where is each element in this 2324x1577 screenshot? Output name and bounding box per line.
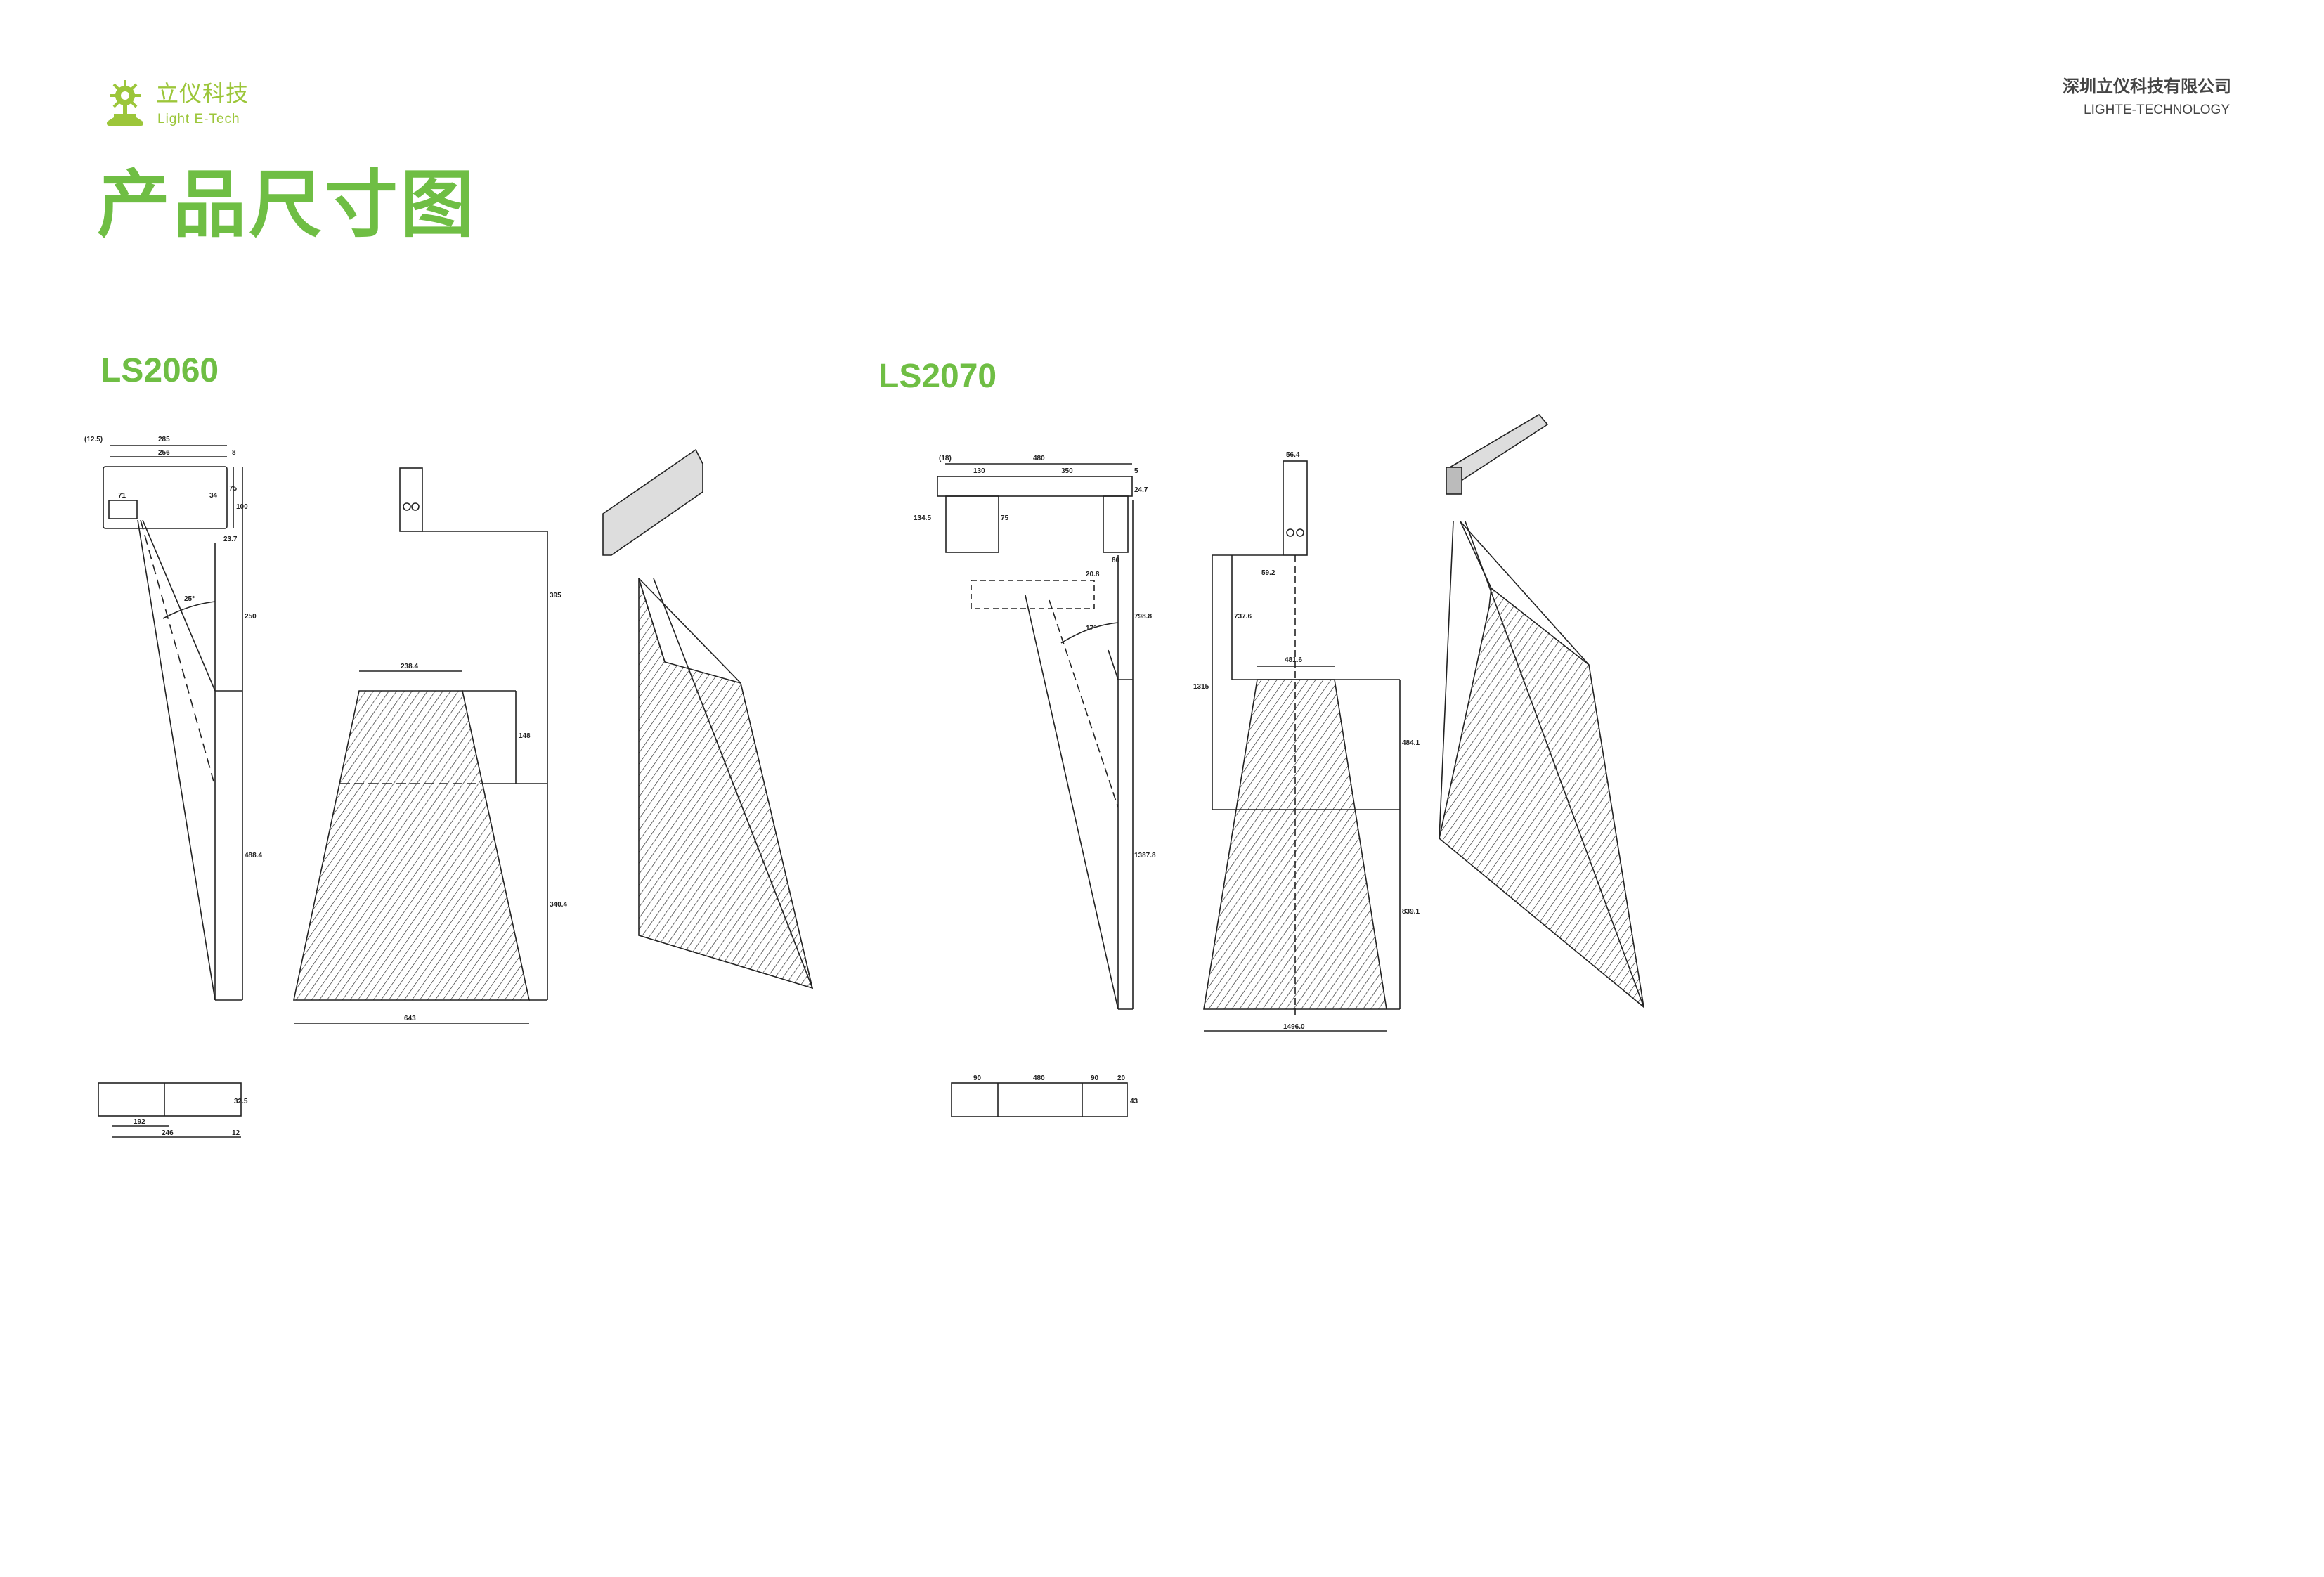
ls2070-side-view: [937, 463, 1134, 1010]
dim-label: 134.5: [914, 514, 931, 522]
dim-label: 839.1: [1402, 908, 1420, 916]
dim-label: 20: [1117, 1075, 1126, 1082]
dim-label: 8: [232, 449, 236, 457]
dim-label: 246: [162, 1129, 174, 1137]
dim-label: (12.5): [84, 436, 103, 443]
dim-label: (18): [939, 455, 952, 462]
dim-label: 17°: [1086, 625, 1096, 632]
dim-label: 130: [973, 467, 985, 475]
dim-label: 23.7: [223, 536, 238, 543]
company-name-cn: 深圳立仪科技有限公司: [2063, 77, 2231, 96]
dim-label: 480: [1033, 455, 1045, 462]
brand-name-en: Light E-Tech: [157, 112, 240, 126]
dim-label: 250: [245, 613, 257, 621]
ls2070-dimension-labels: (18) 480 130 350 5 24.7 134.5 75 80 20.8…: [914, 451, 1420, 1105]
dim-label: 25°: [184, 595, 195, 603]
dim-label: 1315: [1193, 683, 1209, 691]
dim-label: 56.4: [1286, 451, 1300, 459]
dim-label: 1496.0: [1283, 1023, 1305, 1031]
dim-label: 32.5: [234, 1098, 248, 1105]
dim-label: 75: [1001, 514, 1009, 522]
dim-label: 59.2: [1261, 569, 1275, 577]
dim-label: 90: [973, 1075, 982, 1082]
ls2060-side-view: [103, 445, 243, 1001]
dim-label: 395: [550, 592, 561, 599]
ls2060-front-view: [293, 467, 548, 1024]
dim-label: 192: [134, 1118, 145, 1126]
dim-label: 798.8: [1134, 613, 1152, 621]
dim-label: 90: [1091, 1075, 1099, 1082]
ls2070-3d-view: [1439, 413, 1645, 1008]
company-name-en: LIGHTE-TECHNOLOGY: [2084, 103, 2230, 117]
dim-label: 350: [1061, 467, 1073, 475]
dim-label: 481.6: [1285, 656, 1302, 664]
dim-label: 480: [1033, 1075, 1045, 1082]
model-label-ls2060: LS2060: [100, 352, 219, 389]
logo-sun-icon: [107, 80, 143, 126]
dim-label: 484.1: [1402, 739, 1420, 747]
ls2060-3d-view: [602, 448, 814, 989]
dim-label: 238.4: [401, 663, 418, 670]
dim-label: 148: [519, 732, 531, 740]
dim-label: 75: [229, 485, 238, 493]
dim-label: 340.4: [550, 901, 567, 909]
dim-label: 43: [1130, 1098, 1138, 1105]
dim-label: 737.6: [1234, 613, 1252, 621]
dim-label: 12: [232, 1129, 240, 1137]
dim-label: 100: [236, 503, 248, 511]
dim-label: 1387.8: [1134, 852, 1156, 859]
model-label-ls2070: LS2070: [878, 358, 997, 395]
dim-label: 285: [158, 436, 170, 443]
dim-label: 5: [1134, 467, 1138, 475]
dim-label: 643: [404, 1015, 416, 1023]
dim-label: 71: [118, 492, 126, 500]
dim-label: 80: [1112, 557, 1120, 564]
ls2060-dimension-labels: 285 256 (12.5) 8 71 34 75 100 23.7 25° 2…: [84, 436, 567, 1137]
brand-name-cn: 立仪科技: [156, 80, 249, 107]
dim-label: 34: [209, 492, 218, 500]
ls2060-bottom-view: [98, 1082, 242, 1138]
ls2070-front-view: [1203, 460, 1401, 1032]
dim-label: 488.4: [245, 852, 262, 859]
page-title: 产品尺寸图: [97, 162, 477, 247]
dim-label: 20.8: [1086, 571, 1100, 578]
dim-label: 24.7: [1134, 486, 1148, 494]
ls2070-bottom-view: [951, 1082, 1128, 1117]
dim-label: 256: [158, 449, 170, 457]
